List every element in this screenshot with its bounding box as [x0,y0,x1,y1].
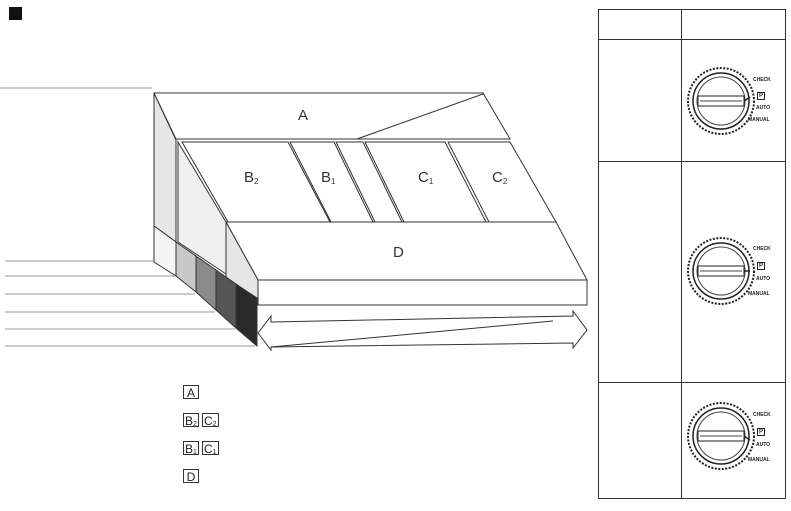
dial-mode-mark: P [757,92,766,100]
dial-knob-icon [687,237,755,305]
legend-row-d: D [183,462,219,490]
dial-check-label: CHECK [753,246,771,252]
table-row-divider [599,161,785,162]
legend-key-a: A [183,385,199,400]
legend-key-c2: C2 [202,413,219,428]
region-d-top [225,221,588,281]
section-marker [9,7,22,20]
legend-key-c1: C1 [202,441,219,456]
region-label-a: A [298,107,308,124]
exposure-band [153,225,258,348]
horizontal-guide-lines [0,87,255,347]
dial-check-label: CHECK [753,412,771,418]
region-label-b2: B2 [244,169,259,186]
mode-dial-3: CHECK P AUTO MANUAL [686,401,771,476]
region-d-front [257,279,588,306]
region-label-c1: C1 [418,169,434,186]
legend-row-a: A [183,378,219,406]
table-row-divider [599,382,785,383]
region-label-c2: C2 [492,169,508,186]
legend-key-d: D [183,469,199,484]
dial-manual-label: MANUAL [748,457,770,463]
mode-dial-1: CHECK P AUTO MANUAL [686,66,771,141]
legend-row-b2-c2: B2 C2 [183,406,219,434]
dial-knob-icon [687,402,755,470]
mode-dial-2: CHECK P AUTO MANUAL [686,236,771,311]
dial-manual-label: MANUAL [748,291,770,297]
table-header-divider [599,39,785,40]
legend: A B2 C2 B1 C1 D [183,378,219,490]
region-a-top [153,92,511,140]
legend-key-b1: B1 [183,441,199,456]
dial-knob-icon [687,67,755,135]
region-a-divider [356,93,484,140]
mode-dial-table: CHECK P AUTO MANUAL CHECK P AUTO MANUAL … [598,9,786,499]
legend-row-b1-c1: B1 C1 [183,434,219,462]
dial-manual-label: MANUAL [748,117,770,123]
region-label-d: D [393,244,404,261]
dial-auto-label: AUTO [756,442,771,448]
dial-auto-label: AUTO [756,105,771,111]
dial-mode-mark: P [757,262,766,270]
table-column-divider [681,10,682,498]
dial-auto-label: AUTO [756,276,771,282]
frame-zone-diagram: A B2 B1 C1 C2 D [0,87,588,352]
range-arrow [257,309,588,352]
region-label-b1: B1 [321,169,336,186]
dial-mode-mark: P [757,428,766,436]
legend-key-b2: B2 [183,413,199,428]
dial-check-label: CHECK [753,77,771,83]
